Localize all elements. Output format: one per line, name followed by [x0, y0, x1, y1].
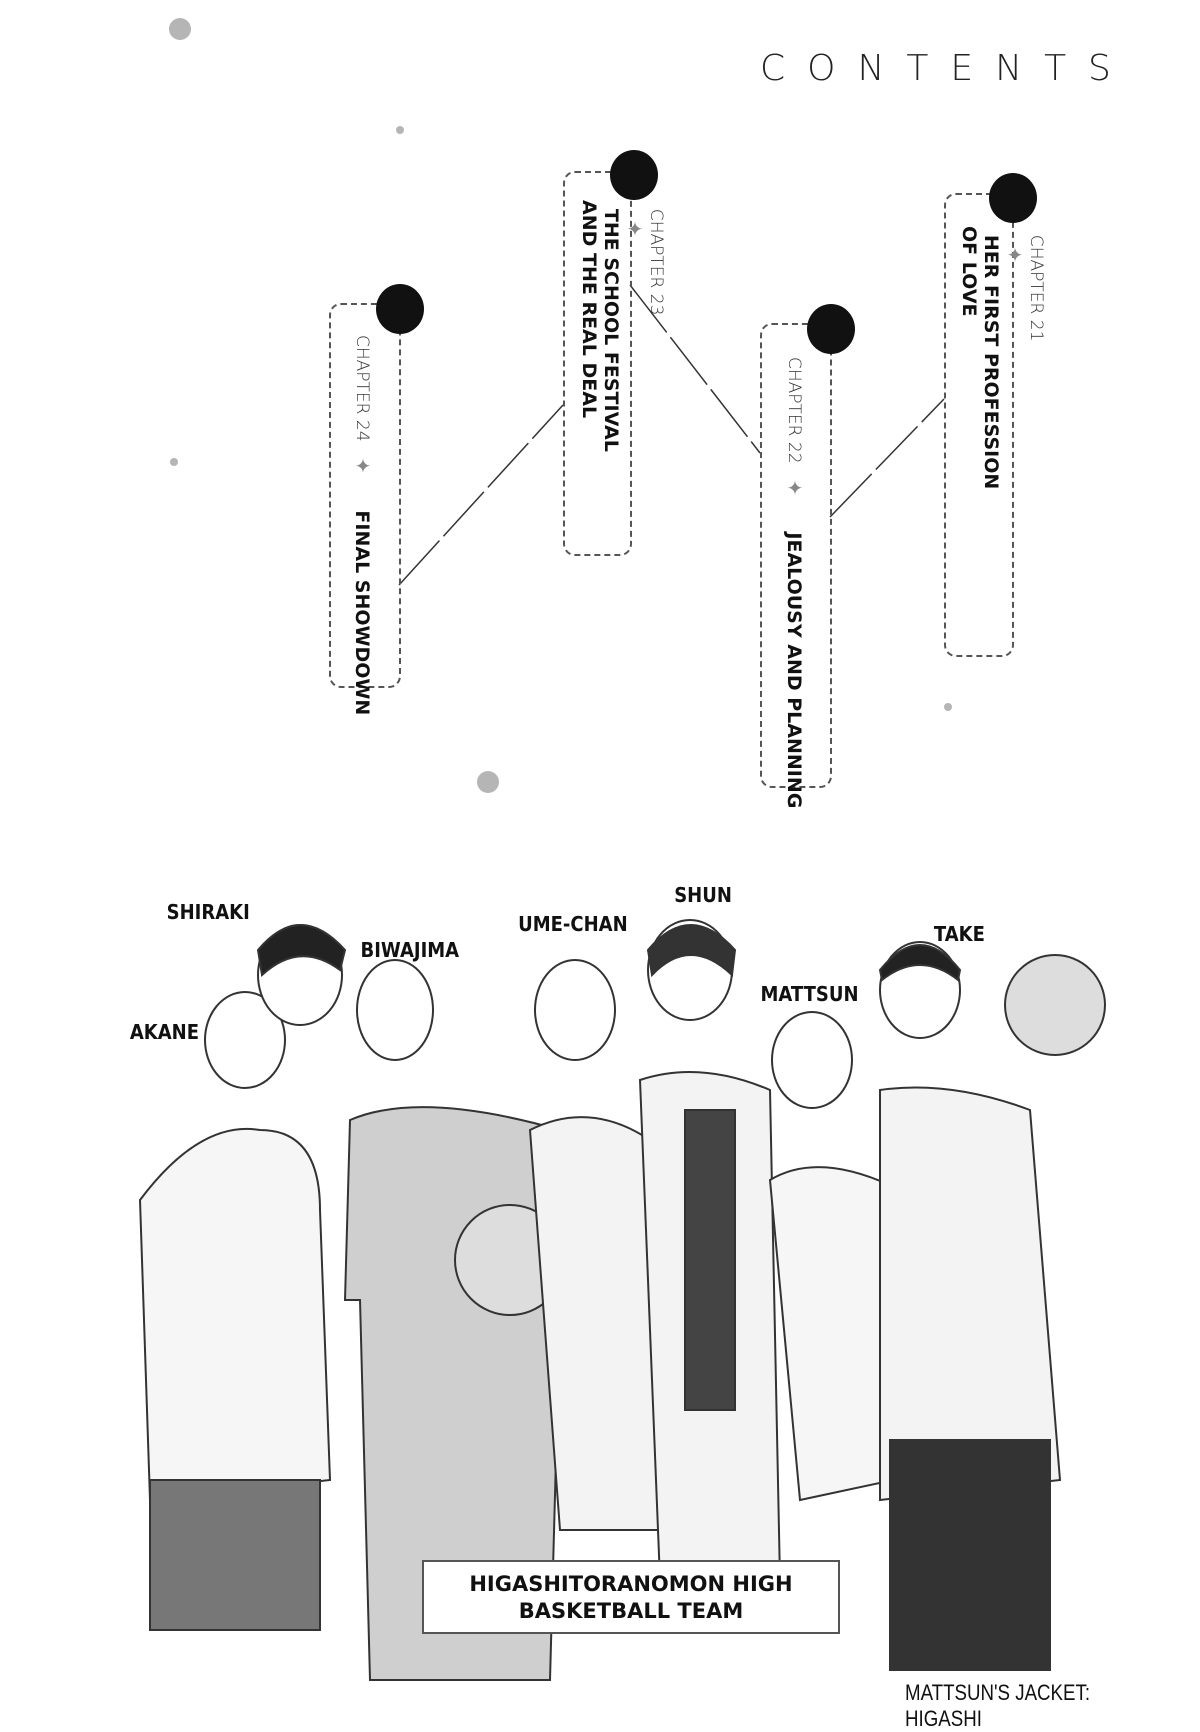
caption-line: BASKETBALL TEAM [518, 1599, 744, 1623]
decorative-dot [169, 18, 191, 40]
chapter-label: CHAPTER 24 [352, 335, 372, 442]
character-label: BIWAJIMA [360, 938, 460, 962]
page-title: CONTENTS [760, 48, 1133, 89]
pin-icon [807, 304, 855, 354]
character-label: TAKE [933, 922, 985, 946]
four-point-star-icon: ✦ [783, 475, 805, 500]
pin-icon [989, 173, 1037, 223]
chapter-label: CHAPTER 23 [646, 208, 666, 316]
team-caption-box: HIGASHITORANOMON HIGH BASKETBALL TEAM [422, 1560, 840, 1634]
chapter-22-card[interactable] [760, 323, 832, 788]
chapter-label: CHAPTER 21 [1026, 234, 1046, 342]
character-label: AKANE [129, 1020, 200, 1044]
chapter-24-entry[interactable]: CHAPTER 24 ✦ FINAL SHOWDOWN [350, 335, 374, 715]
translation-note: MATTSUN'S JACKET: HIGASHI [905, 1680, 1091, 1731]
decorative-dot [477, 771, 499, 793]
chapter-23-entry[interactable]: CHAPTER 23 ✦ THE SCHOOL FESTIVAL AND THE… [578, 200, 684, 452]
character-label: SHIRAKI [166, 900, 250, 924]
pin-icon [376, 284, 424, 334]
character-label: MATTSUN [760, 982, 859, 1006]
decorative-dot [944, 703, 952, 711]
decorative-dot [396, 126, 404, 134]
pin-icon [610, 150, 658, 200]
caption-line: HIGASHITORANOMON HIGH [469, 1572, 793, 1596]
character-label: UME-CHAN [518, 912, 628, 936]
character-label: SHUN [674, 883, 732, 907]
four-point-star-icon: ✦ [623, 216, 645, 241]
chapter-23-card[interactable] [563, 171, 632, 556]
four-point-star-icon: ✦ [351, 453, 373, 478]
chapter-21-entry[interactable]: CHAPTER 21 ✦ HER FIRST PROFESSION OF LOV… [958, 226, 1064, 489]
connector-lines [398, 284, 945, 586]
chapter-title: JEALOUSY AND PLANNING [783, 532, 805, 809]
chapter-21-card[interactable] [944, 193, 1014, 657]
chapter-22-entry[interactable]: CHAPTER 22 ✦ JEALOUSY AND PLANNING [782, 357, 806, 808]
chapter-title: FINAL SHOWDOWN [351, 510, 373, 716]
chapter-24-card[interactable] [329, 303, 401, 688]
four-point-star-icon: ✦ [1003, 242, 1025, 267]
chapter-title: THE SCHOOL FESTIVAL AND THE REAL DEAL [578, 200, 622, 452]
team-illustration [138, 919, 1106, 1681]
chapter-title: HER FIRST PROFESSION OF LOVE [958, 226, 1002, 490]
chapter-label: CHAPTER 22 [784, 357, 804, 464]
decorative-dot [170, 458, 178, 466]
